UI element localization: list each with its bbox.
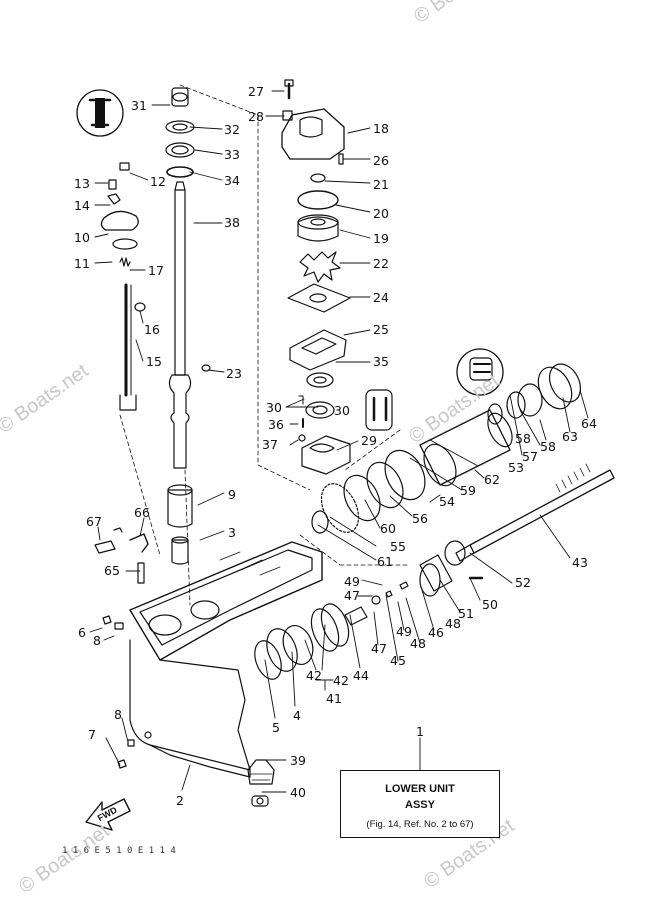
callout-33: 33	[224, 147, 240, 162]
fwd-arrow-icon	[85, 798, 131, 831]
callout-61: 61	[377, 554, 393, 569]
callout-26: 26	[373, 153, 389, 168]
callout-39: 39	[290, 753, 306, 768]
callout-51: 51	[458, 606, 474, 621]
callout-2: 2	[176, 793, 184, 808]
callout-5: 5	[272, 720, 280, 735]
callout-59: 59	[460, 483, 476, 498]
callout-14: 14	[74, 198, 90, 213]
callout-56: 56	[412, 511, 428, 526]
callout-18: 18	[373, 121, 389, 136]
callout-28: 28	[248, 109, 264, 124]
callout-17: 17	[148, 263, 164, 278]
callout-64: 64	[581, 416, 597, 431]
callout-42: 42	[333, 673, 349, 688]
lower-unit-case	[129, 541, 323, 778]
callout-60: 60	[380, 521, 396, 536]
bearing-housing	[298, 372, 393, 475]
callout-47: 47	[344, 588, 360, 603]
callout-29: 29	[361, 433, 377, 448]
callout-13: 13	[74, 176, 90, 191]
callout-36: 36	[268, 417, 284, 432]
grease-seal-icon	[76, 89, 124, 137]
callout-65: 65	[104, 563, 120, 578]
callout-12: 12	[150, 174, 166, 189]
callout-22: 22	[373, 256, 389, 271]
callout-43: 43	[572, 555, 588, 570]
callout-54: 54	[439, 494, 455, 509]
title-box: LOWER UNIT ASSY (Fig. 14, Ref. No. 2 to …	[340, 770, 500, 838]
assembly-guide-lines	[119, 84, 411, 606]
callout-46: 46	[428, 625, 444, 640]
callout-20: 20	[373, 206, 389, 221]
water-pump	[281, 79, 351, 371]
title-box-line3: (Fig. 14, Ref. No. 2 to 67)	[366, 819, 474, 830]
callout-42: 42	[306, 668, 322, 683]
small-fasteners	[94, 527, 149, 769]
callout-45: 45	[390, 653, 406, 668]
callout-53: 53	[508, 460, 524, 475]
callout-30: 30	[334, 403, 350, 418]
callout-27: 27	[248, 84, 264, 99]
callout-66: 66	[134, 505, 150, 520]
callout-16: 16	[144, 322, 160, 337]
callout-63: 63	[562, 429, 578, 444]
callout-30: 30	[266, 400, 282, 415]
callout-15: 15	[146, 354, 162, 369]
callout-44: 44	[353, 668, 369, 683]
callout-3: 3	[228, 525, 236, 540]
shift-rod-assembly	[76, 89, 146, 411]
callout-23: 23	[226, 366, 242, 381]
callout-57: 57	[522, 449, 538, 464]
clutch-components	[254, 540, 484, 680]
callout-55: 55	[390, 539, 406, 554]
callout-47: 47	[371, 641, 387, 656]
callout-34: 34	[224, 173, 240, 188]
callout-11: 11	[74, 256, 90, 271]
drive-shaft	[165, 87, 211, 565]
callout-48: 48	[410, 636, 426, 651]
propeller-shaft-housing	[343, 348, 582, 522]
callout-6: 6	[78, 625, 86, 640]
callout-58: 58	[540, 439, 556, 454]
callout-4: 4	[293, 708, 301, 723]
callout-67: 67	[86, 514, 102, 529]
callout-9: 9	[228, 487, 236, 502]
callout-8: 8	[93, 633, 101, 648]
callout-52: 52	[515, 575, 531, 590]
callout-7: 7	[88, 727, 96, 742]
callout-1: 1	[416, 724, 424, 739]
propeller-shaft	[455, 463, 615, 562]
callout-37: 37	[262, 437, 278, 452]
title-box-line1: LOWER UNIT	[385, 783, 455, 795]
callout-62: 62	[484, 472, 500, 487]
callout-48: 48	[445, 616, 461, 631]
callout-24: 24	[373, 290, 389, 305]
callout-38: 38	[224, 215, 240, 230]
forward-gear	[311, 483, 360, 534]
callout-25: 25	[373, 322, 389, 337]
callout-32: 32	[224, 122, 240, 137]
callout-8: 8	[114, 707, 122, 722]
callout-49: 49	[344, 574, 360, 589]
callout-40: 40	[290, 785, 306, 800]
callout-41: 41	[326, 691, 342, 706]
title-box-line2: ASSY	[405, 799, 435, 811]
pinion-gear	[247, 759, 275, 807]
callout-49: 49	[396, 624, 412, 639]
drawing-code: 1 1 6 E 5 1 0 E 1 1 4	[62, 846, 176, 856]
leader-lines	[89, 90, 589, 793]
callout-10: 10	[74, 230, 90, 245]
callout-35: 35	[373, 354, 389, 369]
callout-50: 50	[482, 597, 498, 612]
callout-21: 21	[373, 177, 389, 192]
callout-58: 58	[515, 431, 531, 446]
callout-31: 31	[131, 98, 147, 113]
callout-19: 19	[373, 231, 389, 246]
